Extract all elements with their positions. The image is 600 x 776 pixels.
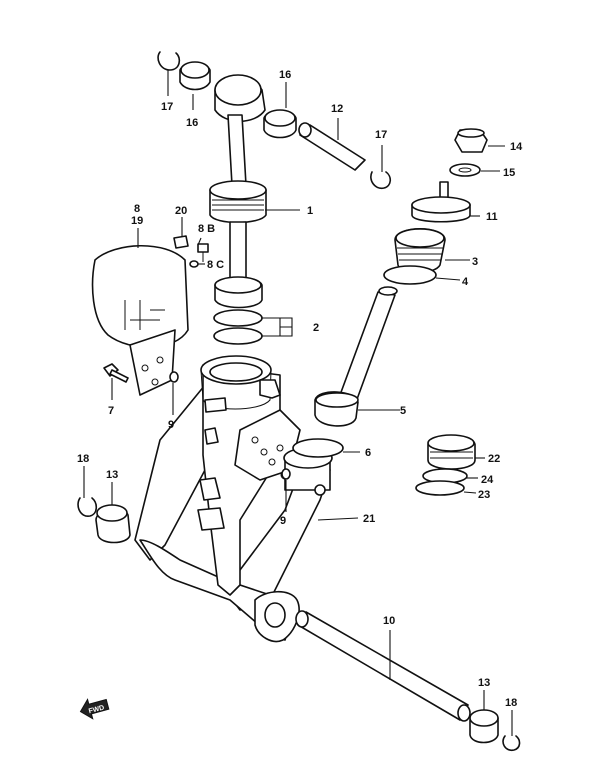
tilt-shaft-part-10 [295,610,471,722]
callout-8: 8 [134,203,140,215]
callout-11: 11 [486,211,498,223]
callout-6: 6 [365,447,371,459]
bushing-part-16-top [179,61,211,91]
piston-part-22 [427,434,476,470]
o-rings-part-2 [213,309,263,345]
callout-18-left: 18 [77,453,89,465]
callout-16-right: 16 [279,69,291,81]
o-ring-part-6 [292,438,344,458]
callout-labels: 1 2 3 4 5 6 7 8 19 20 8 B 8 C 9 9 10 11 … [77,69,523,709]
nut-part-14 [454,128,488,153]
callout-8c: 8 C [207,259,224,271]
fwd-arrow-icon: FWD [79,698,110,720]
bolt-part-7 [103,363,129,383]
callout-22: 22 [488,453,500,465]
bleed-screw-part-11 [411,181,471,223]
o-ring-part-4 [383,265,437,285]
callout-13-right: 13 [478,677,490,689]
callout-7: 7 [108,405,114,417]
callout-13-left: 13 [106,469,118,481]
callout-4: 4 [462,276,469,288]
callout-5: 5 [400,405,406,417]
cylinder-body-part-21 [134,355,333,643]
callout-15: 15 [503,167,515,179]
bushing-part-16-right [263,109,297,139]
piston-rod-part-1 [209,74,267,309]
washer-part-9-right [281,468,291,480]
callout-10: 10 [383,615,395,627]
screw-part-8b [197,243,209,262]
washer-part-9-left [169,371,179,383]
bushing-part-13-right [469,709,499,744]
circlip-part-17-top [157,51,181,71]
tilt-rod-part-5 [314,286,398,427]
o-ring-part-23 [415,480,465,496]
callout-21: 21 [363,513,375,525]
callout-24: 24 [481,474,494,486]
fwd-label: FWD [88,704,105,715]
callout-14: 14 [510,141,523,153]
callout-16-left: 16 [186,117,198,129]
leader-lines [83,70,513,736]
circlip-part-17-right [370,171,392,190]
circlip-part-18-left [77,497,98,517]
callout-20: 20 [175,205,187,217]
callout-8b: 8 B [198,223,215,235]
bushing-part-13-left [95,504,131,544]
callout-19: 19 [131,215,143,227]
washer-part-15 [449,163,481,177]
callout-9-left: 9 [168,419,174,431]
cover-part-8 [91,245,189,396]
callout-17-left: 17 [161,101,173,113]
callout-12: 12 [331,103,343,115]
callout-3: 3 [472,256,478,268]
callout-2: 2 [313,322,319,334]
plug-part-20 [173,235,189,249]
callout-17-right: 17 [375,129,387,141]
callout-23: 23 [478,489,490,501]
callout-18-right: 18 [505,697,517,709]
callout-1: 1 [307,205,313,217]
callout-9-right: 9 [280,515,286,527]
circlip-part-18-right [502,735,521,752]
washer-part-8c [189,260,199,268]
pin-part-12 [298,122,366,171]
